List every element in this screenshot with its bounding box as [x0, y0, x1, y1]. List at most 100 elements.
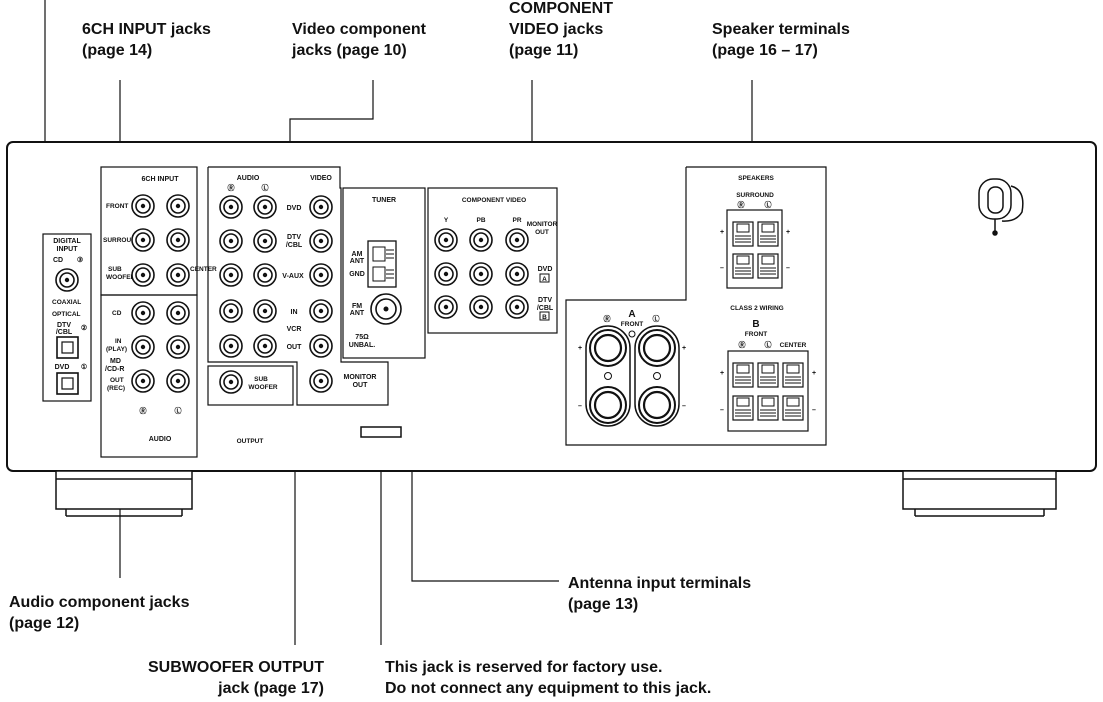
callout-line: Antenna input terminals — [568, 575, 752, 592]
unbal-label: UNBAL. — [349, 342, 375, 349]
coaxial-cd-jack[interactable] — [55, 268, 79, 292]
6ch-front-r-jack[interactable] — [131, 194, 155, 218]
vcr-out-audio-r-jack[interactable] — [219, 334, 243, 358]
surround-r-minus-terminal[interactable] — [732, 253, 754, 279]
vcr-out-video-jack[interactable] — [309, 334, 333, 358]
minus-sign: – — [578, 403, 582, 410]
callout-line: COMPONENT — [509, 0, 613, 17]
monitor-label: MONITOR — [527, 221, 558, 228]
dtv-pr-jack[interactable] — [505, 295, 529, 319]
cbl-av-label: /CBL — [286, 242, 303, 249]
dvd-num: ① — [81, 363, 87, 371]
optical-label: OPTICAL — [52, 311, 81, 318]
dvd-video-jack[interactable] — [309, 195, 333, 219]
comp-dtv-tag: B — [542, 314, 547, 321]
front-a-l-plus-post[interactable] — [637, 328, 677, 368]
surround-r-plus-terminal[interactable] — [732, 221, 754, 247]
vaux-audio-l-jack[interactable] — [253, 263, 277, 287]
front-b-r-plus-terminal[interactable] — [732, 362, 754, 388]
callout-audio-component: Audio component jacks (page 12) — [9, 592, 189, 634]
md-play-label: (PLAY) — [106, 346, 127, 353]
callout-line: (page 12) — [9, 615, 80, 632]
minus-sign: – — [812, 407, 816, 414]
monitor-pb-jack[interactable] — [469, 228, 493, 252]
6ch-center-jack[interactable] — [166, 263, 190, 287]
fm-label: FM — [352, 303, 362, 310]
center-label: CENTER — [190, 266, 217, 273]
vaux-audio-r-jack[interactable] — [219, 263, 243, 287]
dtv-y-jack[interactable] — [434, 295, 458, 319]
vcr-out-audio-l-jack[interactable] — [253, 334, 277, 358]
md-out-r-jack[interactable] — [131, 369, 155, 393]
vcr-in-audio-l-jack[interactable] — [253, 299, 277, 323]
dtv-label: /CBL — [56, 329, 73, 336]
video-component-section: AUDIO VIDEO Ⓡ Ⓛ DVD DTV /CBL V-AUX IN VC… — [207, 166, 389, 406]
monitor-y-jack[interactable] — [434, 228, 458, 252]
6ch-surround-l-jack[interactable] — [166, 228, 190, 252]
sub-label: SUB — [254, 376, 268, 383]
front-label: FRONT — [106, 203, 128, 210]
coaxial-label: COAXIAL — [52, 299, 81, 306]
feet — [55, 470, 1057, 517]
callout-subwoofer-output: SUBWOOFER OUTPUT jack (page 17) — [148, 657, 324, 699]
dvd-audio-l-jack[interactable] — [253, 195, 277, 219]
callout-line: This jack is reserved for factory use. — [385, 659, 663, 676]
gnd-label: GND — [349, 271, 365, 278]
cd-audio-label: CD — [112, 310, 122, 317]
surround-r-label: Ⓡ — [738, 200, 745, 209]
callout-line: Video component — [292, 21, 426, 38]
center-plus-terminal[interactable] — [782, 362, 804, 388]
dvd-audio-r-jack[interactable] — [219, 195, 243, 219]
plus-sign: + — [578, 345, 582, 352]
dtv-video-jack[interactable] — [309, 229, 333, 253]
front-a-l-minus-post[interactable] — [637, 385, 677, 425]
sub-label: SUB — [108, 266, 122, 273]
b-label: B — [752, 319, 759, 330]
dvd-pr-jack[interactable] — [505, 262, 529, 286]
pb-label: PB — [476, 217, 485, 224]
surround-l-minus-terminal[interactable] — [757, 253, 779, 279]
vcr-in-audio-r-jack[interactable] — [219, 299, 243, 323]
dvd-pb-jack[interactable] — [469, 262, 493, 286]
md-in-r-jack[interactable] — [131, 335, 155, 359]
fm-ant-label: ANT — [350, 310, 365, 317]
vcr-out-label: OUT — [287, 344, 303, 351]
6ch-subwoofer-jack[interactable] — [131, 263, 155, 287]
av-l-label: Ⓛ — [262, 183, 269, 192]
cd-l-jack[interactable] — [166, 301, 190, 325]
dvd-label: DVD — [55, 364, 70, 371]
surround-title: SURROUND — [736, 192, 774, 199]
callout-line: jacks (page 10) — [292, 42, 407, 59]
subwoofer-out-jack[interactable] — [219, 370, 243, 394]
front-b-l-minus-terminal[interactable] — [757, 395, 779, 421]
vaux-video-jack[interactable] — [309, 263, 333, 287]
md-out-l-jack[interactable] — [166, 369, 190, 393]
front-a-r-minus-post[interactable] — [588, 385, 628, 425]
dtv-pb-jack[interactable] — [469, 295, 493, 319]
minus-sign: – — [720, 265, 724, 272]
monitor-out-video-jack[interactable] — [309, 369, 333, 393]
cd-r-jack[interactable] — [131, 301, 155, 325]
md-in-l-jack[interactable] — [166, 335, 190, 359]
dvd-y-jack[interactable] — [434, 262, 458, 286]
monitor-pr-jack[interactable] — [505, 228, 529, 252]
6ch-surround-r-jack[interactable] — [131, 228, 155, 252]
6ch-front-l-jack[interactable] — [166, 194, 190, 218]
front-b-r-minus-terminal[interactable] — [732, 395, 754, 421]
am-ant-label: ANT — [350, 258, 365, 265]
audio-component-section: CD IN (PLAY) MD /CD-R OUT (REC) Ⓡ Ⓛ AUDI… — [100, 294, 198, 458]
vcr-in-video-jack[interactable] — [309, 299, 333, 323]
front-b-l-plus-terminal[interactable] — [757, 362, 779, 388]
surround-l-plus-terminal[interactable] — [757, 221, 779, 247]
dtv-audio-r-jack[interactable] — [219, 229, 243, 253]
comp-dvd-tag: A — [542, 276, 547, 283]
callout-line: Audio component jacks — [9, 594, 190, 611]
dtv-audio-l-jack[interactable] — [253, 229, 277, 253]
minus-sign: – — [720, 407, 724, 414]
factory-use-jack — [360, 426, 402, 438]
center-minus-terminal[interactable] — [782, 395, 804, 421]
callout-line: Speaker terminals — [712, 21, 850, 38]
front-a-r-plus-post[interactable] — [588, 328, 628, 368]
fm-antenna-jack[interactable] — [370, 293, 402, 325]
